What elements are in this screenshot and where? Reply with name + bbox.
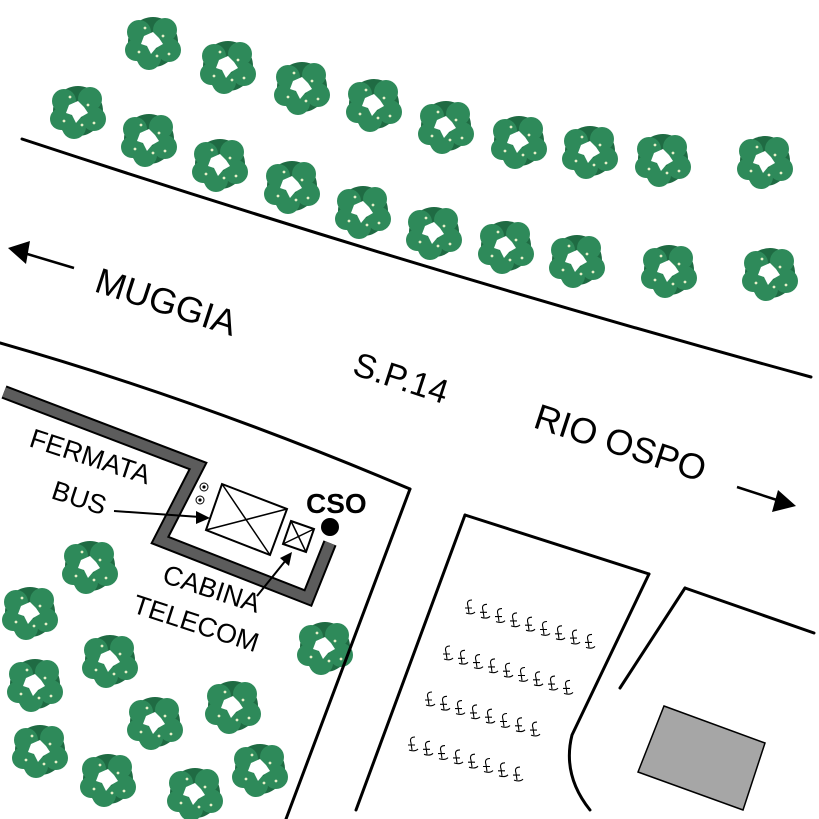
parking-stall-icon [408, 736, 419, 752]
parking-stall-icon [503, 662, 514, 678]
tree-icon [641, 245, 697, 298]
bus-stop-pole-icon [195, 482, 209, 505]
cso-point-icon [321, 518, 339, 536]
parking-stall-icon [518, 666, 529, 682]
label-rio-ospo: RIO OSPO [530, 396, 712, 490]
tree-icon [742, 248, 798, 301]
parking-stall-icon [500, 712, 511, 728]
trees-layer [2, 17, 798, 819]
arrow-right-icon [736, 485, 796, 512]
parking-stall-icon [423, 740, 434, 756]
parking-stall-icon [533, 671, 544, 687]
parking-stall-icon [485, 708, 496, 724]
tree-icon [274, 62, 330, 115]
tree-icon [82, 635, 138, 688]
side-road-left [284, 487, 412, 819]
label-fermata: FERMATA [26, 423, 154, 490]
bus-shelter-icon [204, 482, 289, 557]
tree-icon [12, 725, 68, 778]
parking-stall-icon [453, 749, 464, 765]
road-south-edge [0, 341, 412, 491]
bus-pointer-arrow [113, 510, 210, 524]
arrow-left-icon [8, 241, 75, 270]
label-bus: BUS [48, 475, 110, 521]
tree-icon [62, 541, 118, 594]
parking-right-edge [567, 572, 651, 812]
label-muggia: MUGGIA [91, 260, 243, 344]
parking-stall-icon [555, 625, 566, 641]
tree-icon [125, 17, 181, 70]
parking-stall-icon [530, 721, 541, 737]
parking-stall-icon [455, 700, 466, 715]
parking-stall-icon [548, 675, 559, 691]
tree-icon [232, 744, 288, 797]
tree-icon [346, 79, 402, 132]
bus-stop-sidewalk-fill [2, 387, 335, 605]
tree-icon [80, 754, 136, 807]
tree-icon [549, 235, 605, 288]
tree-icon [7, 659, 63, 712]
tree-icon [121, 114, 177, 167]
tree-icon [127, 697, 183, 750]
parking-stall-icon [470, 704, 481, 720]
parking-stall-icon [495, 608, 506, 623]
tree-icon [264, 161, 320, 214]
tree-icon [562, 126, 618, 179]
road-north-edge [20, 137, 813, 379]
parking-stall-icon [425, 691, 436, 707]
parking-stall-icon [468, 753, 479, 769]
parking-stall-icon [510, 612, 521, 628]
parking-stall-icon [585, 633, 596, 649]
parking-left-edge [354, 513, 467, 812]
label-cso: CSO [306, 488, 367, 519]
tree-icon [406, 207, 462, 260]
tree-icon [205, 681, 261, 734]
parking-stall-icon [438, 745, 449, 760]
parking-stall-icon [473, 654, 484, 669]
parking-stall-icon [488, 658, 499, 674]
parking-stall-icon [443, 645, 454, 661]
tree-icon [737, 136, 793, 189]
lot-top-edge [683, 586, 816, 635]
tree-icon [491, 116, 547, 169]
telecom-pointer-arrow [256, 552, 292, 597]
tree-icon [635, 134, 691, 187]
label-road-name: S.P.14 [349, 345, 454, 411]
parking-stall-icon [480, 603, 491, 619]
tree-icon [50, 86, 106, 139]
lot-left-edge [618, 586, 687, 690]
tree-icon [478, 221, 534, 274]
phone-booth-icon [281, 519, 316, 554]
parking-stall-icon [513, 766, 524, 782]
parking-stall-icon [563, 679, 574, 695]
parking-stall-icon [465, 599, 476, 615]
tree-icon [192, 139, 248, 192]
parking-stall-icon [458, 649, 469, 665]
parking-stall-icon [440, 695, 451, 711]
building [637, 705, 766, 811]
parking-stall-icon [483, 757, 494, 773]
tree-icon [335, 186, 391, 239]
tree-icon [2, 587, 58, 640]
parking-stall-icon [498, 762, 509, 778]
parking-stall-icon [570, 629, 581, 645]
tree-icon [200, 41, 256, 94]
tree-icon [167, 768, 223, 819]
parking-stall-icon [515, 717, 526, 733]
parking-stall-icon [540, 620, 551, 636]
parking-stalls [408, 599, 596, 782]
tree-icon [418, 101, 474, 154]
parking-top-edge [463, 513, 651, 576]
parking-stall-icon [525, 616, 536, 632]
